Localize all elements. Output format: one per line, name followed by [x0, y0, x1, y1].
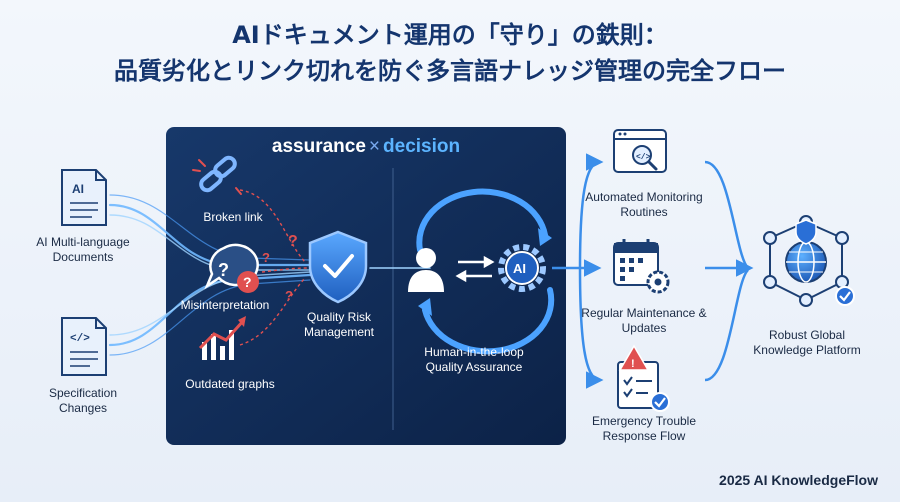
quality-risk-label: Quality Risk Management	[303, 310, 375, 339]
question-mark-icons: ? ? ?	[262, 233, 298, 303]
misinterpretation-label: Misinterpretation	[180, 298, 270, 312]
central-panel	[166, 127, 566, 445]
panel-heading-assurance: assurance	[271, 136, 366, 157]
title-line-2: 品質劣化とリンク切れを防ぐ多言語ナレッジ管理の完全フロー	[114, 57, 786, 85]
merge-lines	[704, 160, 754, 382]
panel-heading: assurance×decision	[166, 136, 566, 158]
outdated-graph-icon	[198, 316, 246, 360]
risk-curves	[239, 189, 309, 346]
svg-text:?: ?	[218, 260, 229, 280]
code-document-icon: </>	[61, 317, 107, 376]
svg-text:?: ?	[262, 250, 270, 265]
panel-heading-decision: decision	[383, 136, 461, 157]
ai-document-icon: AI	[61, 169, 107, 226]
svg-text:?: ?	[285, 288, 293, 303]
cycle-arrowhead-top	[538, 228, 552, 246]
warning-checklist-icon: !	[617, 344, 670, 412]
spec-changes-label: Specification Changes	[48, 386, 118, 415]
platform-label: Robust Global Knowledge Platform	[753, 328, 861, 357]
outdated-graphs-label: Outdated graphs	[185, 377, 275, 391]
title-line-1: AIドキュメント運用の「守り」の鉄則：	[232, 21, 668, 49]
human-icon	[408, 248, 444, 292]
svg-text:?: ?	[243, 274, 252, 290]
broken-link-icon	[192, 155, 242, 195]
panel-heading-times: ×	[368, 136, 381, 157]
ai-gear-icon: AI	[498, 244, 546, 292]
ai-gear-icon-text: AI	[513, 261, 526, 276]
quality-shield-icon	[308, 230, 368, 304]
hitl-label: Human-in-the-loop Quality Assurance	[424, 345, 524, 374]
calendar-gear-icon	[613, 239, 670, 294]
hitl-cycle-arrows	[416, 188, 555, 355]
ai-documents-label: AI Multi-language Documents	[36, 235, 130, 264]
global-network-icon	[763, 215, 855, 307]
cycle-arrowhead-bottom	[418, 298, 432, 316]
svg-text:!: !	[631, 358, 635, 370]
exchange-arrows	[455, 255, 495, 283]
emergency-label: Emergency Trouble Response Flow	[591, 414, 697, 443]
branch-lines	[552, 153, 604, 389]
ai-document-icon-text: AI	[72, 182, 84, 196]
maintenance-label: Regular Maintenance & Updates	[581, 306, 707, 335]
svg-text:?: ?	[288, 233, 298, 250]
monitoring-window-icon: </>	[613, 129, 667, 173]
code-document-icon-text: </>	[70, 333, 90, 345]
footer-credit: 2025 AI KnowledgeFlow	[719, 472, 878, 488]
monitoring-label: Automated Monitoring Routines	[585, 190, 703, 219]
broken-link-label: Broken link	[203, 210, 263, 224]
svg-text:</>: </>	[636, 153, 651, 162]
misinterpretation-bubble-icon: ? ?	[204, 243, 259, 293]
